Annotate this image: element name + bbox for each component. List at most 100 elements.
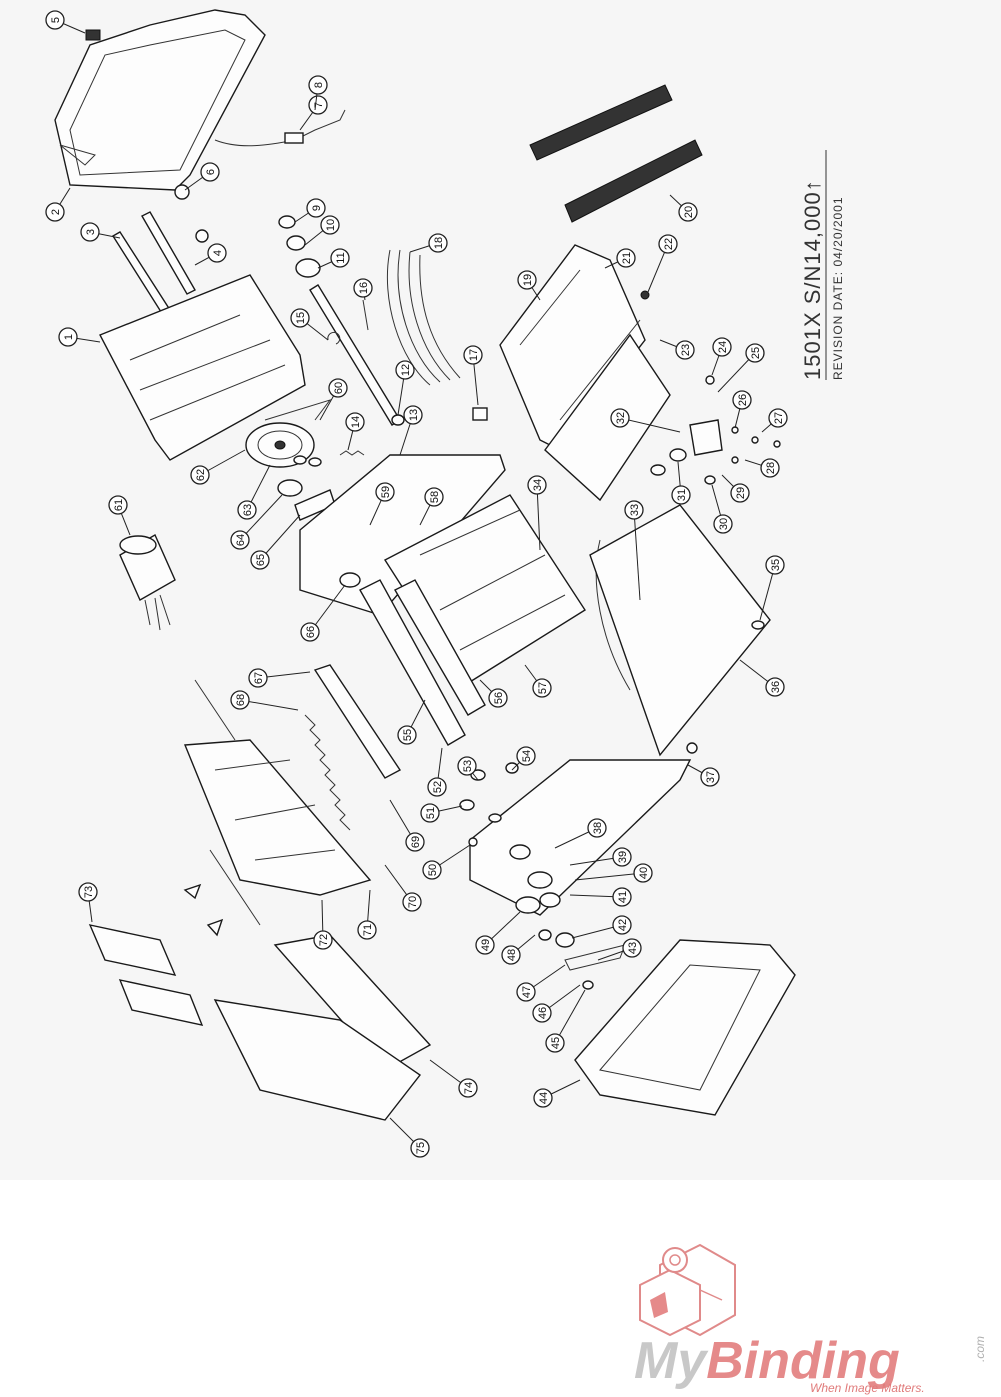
- callout-26: 26: [732, 390, 752, 429]
- callout-number: 27: [773, 412, 785, 424]
- callout-circle: [610, 408, 630, 428]
- callout-circle: [78, 882, 98, 902]
- callout-leader: [633, 509, 641, 601]
- callout-circle: [700, 767, 720, 787]
- callout-number: 46: [537, 1007, 549, 1019]
- callout-number: 20: [683, 206, 695, 218]
- part-small-hardware: [640, 290, 781, 485]
- callout-number: 64: [235, 534, 247, 546]
- callout-number: 56: [493, 692, 505, 704]
- callout-circle: [458, 1078, 478, 1098]
- callout-40: 40: [574, 863, 653, 883]
- callout-circle: [207, 243, 227, 263]
- callout-33: 33: [624, 500, 644, 601]
- callout-42: 42: [571, 915, 632, 939]
- callout-circle: [768, 408, 788, 428]
- callout-10: 10: [304, 215, 340, 246]
- callout-number: 24: [717, 341, 729, 353]
- callout-number: 19: [522, 274, 534, 286]
- callout-50: 50: [422, 844, 471, 880]
- callout-22: 22: [647, 234, 678, 293]
- callout-57: 57: [524, 664, 552, 698]
- callout-16: 16: [353, 278, 373, 301]
- callout-circle: [527, 475, 547, 495]
- callout-number: 14: [350, 416, 362, 428]
- callout-leader: [239, 699, 299, 711]
- callout-21: 21: [604, 248, 636, 269]
- callout-circle: [313, 930, 333, 950]
- callout-number: 53: [462, 760, 474, 772]
- callout-67: 67: [248, 668, 311, 688]
- callout-number: 73: [83, 886, 95, 898]
- part-foot-a: [183, 883, 202, 900]
- callout-number: 52: [432, 781, 444, 793]
- part-main-tray: [99, 274, 306, 461]
- callout-leader: [259, 514, 301, 561]
- callout-number: 69: [410, 836, 422, 848]
- part-rings-64-65: [277, 455, 336, 521]
- callout-circle: [745, 343, 765, 363]
- part-power-cord: [214, 109, 346, 147]
- callout-circle: [712, 337, 732, 357]
- callout-73: 73: [78, 882, 98, 923]
- part-screw-35: [751, 620, 765, 630]
- callout-circle: [516, 746, 536, 766]
- callout-circle: [308, 95, 328, 115]
- callout-31: 31: [671, 461, 691, 505]
- callout-circle: [612, 887, 632, 907]
- callout-circle: [402, 892, 422, 912]
- callout-number: 36: [770, 681, 782, 693]
- callout-circle: [420, 803, 440, 823]
- callout-38: 38: [554, 818, 607, 849]
- callout-number: 48: [506, 949, 518, 961]
- callout-number: 60: [333, 382, 345, 394]
- callout-62: 62: [190, 449, 246, 485]
- callout-circle: [320, 215, 340, 235]
- callout-58: 58: [419, 487, 444, 526]
- callout-59: 59: [369, 482, 395, 526]
- callout-number: 23: [680, 344, 692, 356]
- callout-44: 44: [533, 1079, 581, 1108]
- callout-circle: [300, 622, 320, 642]
- callout-number: 43: [627, 942, 639, 954]
- callout-39: 39: [569, 847, 632, 867]
- callout-35: 35: [759, 555, 785, 621]
- part-spring-14: [339, 450, 365, 456]
- callout-number: 65: [255, 554, 267, 566]
- callout-circle: [328, 378, 348, 398]
- callout-37: 37: [687, 764, 720, 787]
- callout-circle: [190, 465, 210, 485]
- callout-13: 13: [399, 405, 423, 456]
- callout-circle: [587, 818, 607, 838]
- callout-circle: [612, 847, 632, 867]
- callout-leader: [309, 584, 346, 633]
- callout-28: 28: [744, 458, 780, 478]
- callout-number: 68: [235, 694, 247, 706]
- callout-19: 19: [517, 270, 541, 301]
- callout-23: 23: [659, 339, 695, 360]
- callout-circle: [732, 390, 752, 410]
- callout-number: 50: [427, 864, 439, 876]
- callout-circle: [45, 10, 65, 30]
- callout-number: 58: [429, 491, 441, 503]
- callout-circle: [675, 340, 695, 360]
- callout-number: 72: [318, 934, 330, 946]
- callout-number: 42: [617, 919, 629, 931]
- callout-circle: [424, 487, 444, 507]
- callout-number: 57: [537, 682, 549, 694]
- callout-25: 25: [717, 343, 765, 393]
- callout-circle: [457, 756, 477, 776]
- callout-circle: [671, 485, 691, 505]
- callout-9: 9: [294, 198, 326, 223]
- callout-circle: [532, 1003, 552, 1023]
- callout-number: 18: [433, 237, 445, 249]
- part-side-plate-37: [469, 759, 692, 916]
- callout-number: 4: [212, 250, 224, 256]
- callout-60: 60: [319, 378, 348, 421]
- callout-45: 45: [545, 989, 586, 1053]
- callout-number: 30: [718, 518, 730, 530]
- callout-circle: [58, 327, 78, 347]
- callout-number: 44: [538, 1092, 550, 1104]
- callout-circle: [427, 777, 447, 797]
- part-label-sheets: [88, 924, 204, 1026]
